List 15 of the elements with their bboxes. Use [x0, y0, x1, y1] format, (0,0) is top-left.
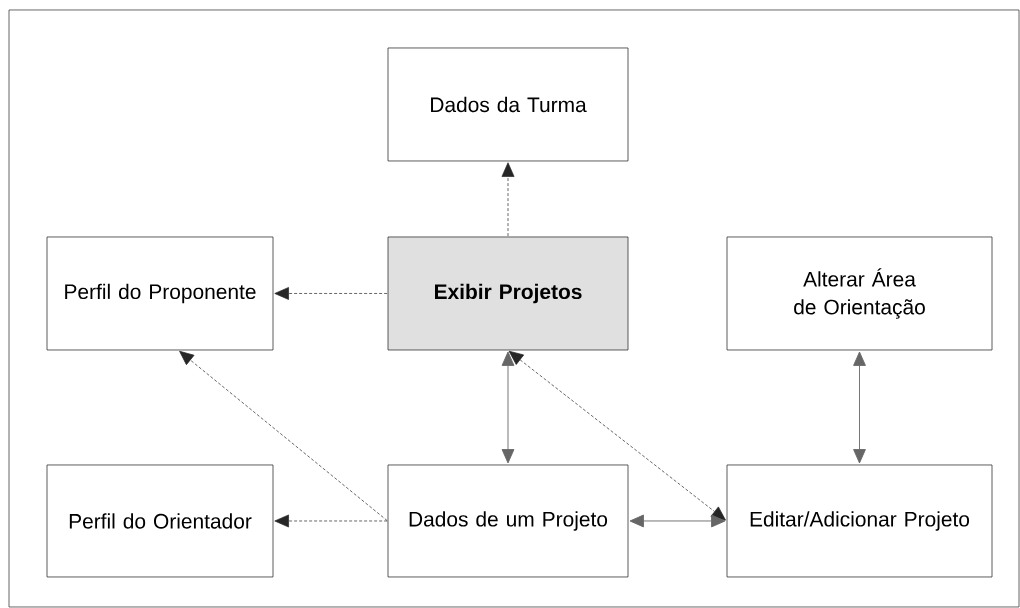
arrow [501, 351, 515, 464]
arrow [501, 162, 515, 237]
process-box: Exibir Projetos [387, 236, 629, 351]
arrow [274, 287, 388, 300]
arrow [508, 350, 726, 521]
process-box: Dados de um Projeto [387, 464, 629, 578]
process-box: Editar/Adicionar Projeto [726, 464, 993, 578]
process-box: Dados da Turma [387, 47, 629, 162]
process-box: Alterar Área de Orientação [726, 236, 993, 351]
process-box: Perfil do Proponente [46, 236, 274, 351]
arrow [179, 350, 388, 521]
arrow [274, 514, 388, 528]
arrow [853, 351, 866, 464]
process-box: Perfil do Orientador [46, 464, 274, 578]
arrow [629, 514, 726, 528]
